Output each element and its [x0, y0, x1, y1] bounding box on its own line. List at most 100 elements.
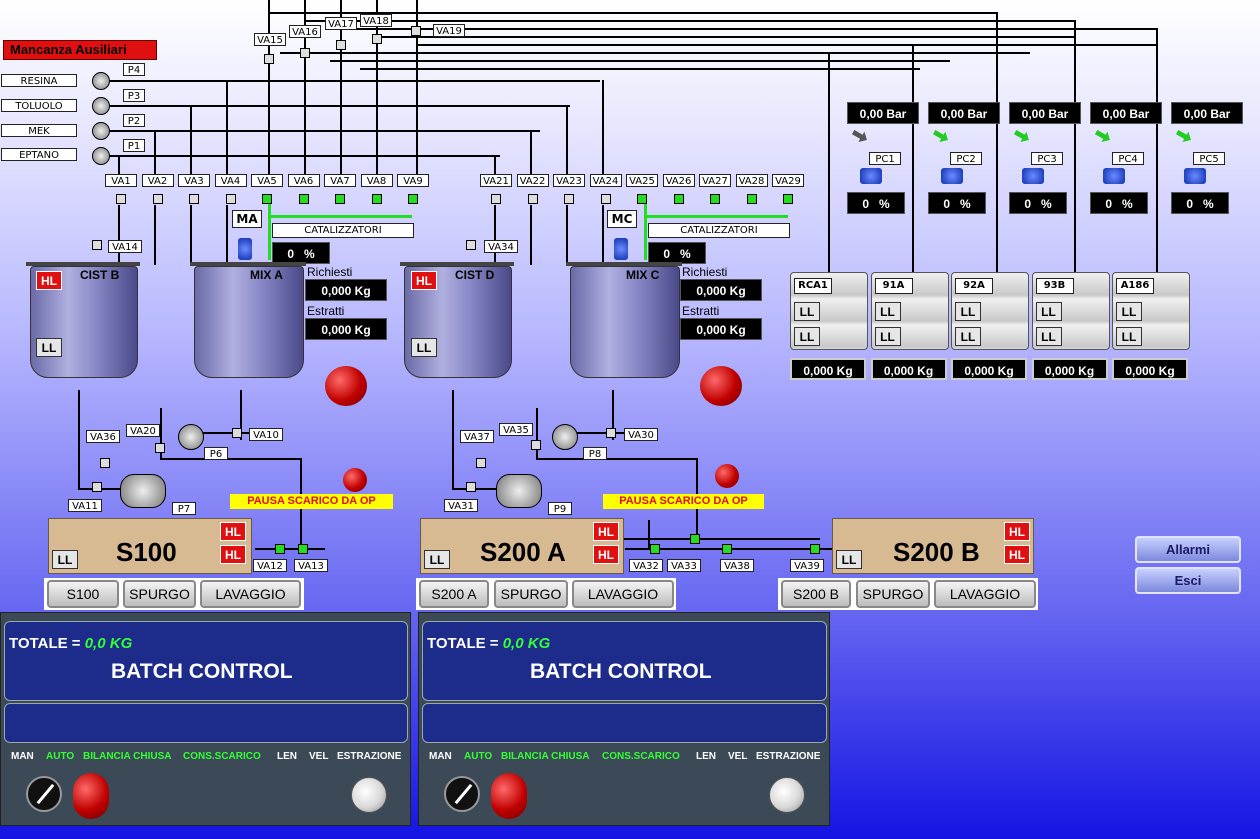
valve-va22-icon[interactable] — [527, 194, 538, 204]
valve-va8-icon[interactable] — [371, 194, 382, 204]
mix-c-tank[interactable] — [570, 266, 680, 378]
batch-panel-1: TOTALE = 0,0 KG BATCH CONTROL MAN AUTO B… — [0, 612, 411, 826]
estratti-value-b: 0,000 Kg — [680, 318, 762, 340]
valve-va37-icon[interactable] — [476, 458, 486, 468]
valve-va39-icon[interactable] — [810, 544, 820, 554]
cist-d-ll-indicator: LL — [411, 338, 437, 357]
compressor-pc2-icon[interactable] — [931, 127, 951, 145]
s200b-lavaggio-button[interactable]: LAVAGGIO — [934, 580, 1036, 608]
silo-label-91a: 91A — [874, 278, 913, 294]
batch-panel-2-estrazione-lamp — [769, 777, 805, 813]
s100-lavaggio-button[interactable]: LAVAGGIO — [200, 580, 301, 608]
valve-va2-icon[interactable] — [152, 194, 163, 204]
valve-va27-icon[interactable] — [710, 194, 720, 204]
compressor-pc3-icon[interactable] — [1012, 127, 1032, 145]
s100-spurgo-button[interactable]: SPURGO — [123, 580, 196, 608]
hopper-s200b-hl-indicator-1: HL — [1004, 522, 1030, 541]
valve-va36-icon[interactable] — [100, 458, 110, 468]
pump-p7-icon[interactable] — [120, 474, 166, 508]
valve-va34-icon[interactable] — [466, 240, 476, 250]
valve-va11-icon[interactable] — [92, 482, 102, 492]
valve-va15-icon[interactable] — [264, 54, 274, 64]
pump-p1-icon[interactable] — [92, 147, 110, 165]
valve-label-va6: VA6 — [287, 174, 320, 187]
pump-label-p6: P6 — [204, 447, 228, 460]
valve-va6-icon[interactable] — [298, 194, 309, 204]
pump-p9-icon[interactable] — [496, 474, 542, 508]
s200a-spurgo-button[interactable]: SPURGO — [494, 580, 568, 608]
compressor-pc1-icon[interactable] — [850, 127, 870, 145]
hopper-s200a-body[interactable] — [420, 518, 624, 574]
valve-va4-icon[interactable] — [225, 194, 236, 204]
hopper-s100-body[interactable] — [48, 518, 252, 574]
exit-button[interactable]: Esci — [1135, 567, 1241, 594]
pump-p6-icon[interactable] — [178, 424, 204, 450]
valve-va5-icon[interactable] — [262, 194, 272, 204]
hopper-s100-hl-indicator-1: HL — [220, 522, 246, 541]
hopper-s200b-body[interactable] — [832, 518, 1034, 574]
valve-va35-icon[interactable] — [531, 440, 541, 450]
valve-va12-icon[interactable] — [275, 544, 285, 554]
valve-va20-icon[interactable] — [155, 443, 165, 453]
pump-p3-icon[interactable] — [92, 97, 110, 115]
valve-va1-icon[interactable] — [116, 194, 126, 204]
hopper-s200a-title: S200 A — [480, 537, 566, 567]
valve-va25-icon[interactable] — [637, 194, 647, 204]
batch-panel-1-mode-selector[interactable] — [26, 776, 62, 812]
valve-va14-icon[interactable] — [92, 240, 102, 250]
mix-a-tag: MA — [232, 210, 262, 228]
s200b-select-button[interactable]: S200 B — [781, 580, 851, 608]
valve-va38-icon[interactable] — [722, 544, 732, 554]
hopper-s200a-ll-indicator: LL — [424, 550, 450, 569]
valve-va13-icon[interactable] — [298, 544, 308, 554]
catalyst-pct-a-unit: % — [304, 247, 315, 261]
valve-va9-icon[interactable] — [408, 194, 418, 204]
valve-va10-icon[interactable] — [232, 428, 242, 438]
s200b-spurgo-button[interactable]: SPURGO — [856, 580, 930, 608]
pump-p2-icon[interactable] — [92, 122, 110, 140]
valve-va24-icon[interactable] — [600, 194, 611, 204]
pc-pct-value-pc1: 0 — [862, 197, 869, 211]
s100-select-button[interactable]: S100 — [47, 580, 119, 608]
valve-va33-icon[interactable] — [690, 534, 700, 544]
valve-va16-icon[interactable] — [300, 48, 310, 58]
valve-va7-icon[interactable] — [335, 194, 345, 204]
pump-p4-icon[interactable] — [92, 72, 110, 90]
valve-va28-icon[interactable] — [746, 194, 757, 204]
valve-va32-icon[interactable] — [650, 544, 660, 554]
valve-va26-icon[interactable] — [673, 194, 684, 204]
batch-panel-1-status-vel: VEL — [309, 751, 329, 762]
valve-va3-icon[interactable] — [189, 194, 199, 204]
mix-c-emergency-button[interactable] — [700, 366, 742, 406]
compressor-pc5-icon[interactable] — [1174, 127, 1194, 145]
batch-panel-2-stop-button[interactable] — [491, 773, 527, 819]
mix-a-lid — [190, 262, 306, 266]
alarms-button[interactable]: Allarmi — [1135, 536, 1241, 563]
batch-panel-2-mode-selector[interactable] — [444, 776, 480, 812]
valve-va23-icon[interactable] — [564, 194, 574, 204]
valve-va30-icon[interactable] — [606, 428, 616, 438]
valve-label-va1: VA1 — [105, 174, 137, 187]
mix-a-tank[interactable] — [194, 266, 304, 378]
pc-label-pc3: PC3 — [1031, 152, 1063, 165]
valve-va21-icon[interactable] — [491, 194, 501, 204]
silo-weight-rca1: 0,000 Kg — [790, 358, 866, 380]
valve-label-va16: VA16 — [289, 25, 321, 38]
compressor-pc4-icon[interactable] — [1093, 127, 1113, 145]
pc-motor-pc1-icon — [860, 168, 882, 184]
hopper-s200a-hl-indicator-2: HL — [593, 545, 619, 564]
valve-va18-icon[interactable] — [372, 34, 382, 44]
pc-pct-pc4: 0 % — [1090, 192, 1148, 214]
pump-p8-icon[interactable] — [552, 424, 578, 450]
valve-label-va21: VA21 — [480, 174, 512, 187]
valve-label-va30: VA30 — [624, 428, 658, 441]
catalyst-pct-a-value: 0 — [287, 247, 294, 261]
valve-va31-icon[interactable] — [466, 482, 476, 492]
mix-a-emergency-button[interactable] — [325, 366, 367, 406]
s200a-select-button[interactable]: S200 A — [419, 580, 489, 608]
valve-va29-icon[interactable] — [783, 194, 793, 204]
batch-panel-1-stop-button[interactable] — [73, 773, 109, 819]
valve-va17-icon[interactable] — [336, 40, 346, 50]
valve-va19-icon[interactable] — [411, 26, 421, 36]
s200a-lavaggio-button[interactable]: LAVAGGIO — [572, 580, 674, 608]
